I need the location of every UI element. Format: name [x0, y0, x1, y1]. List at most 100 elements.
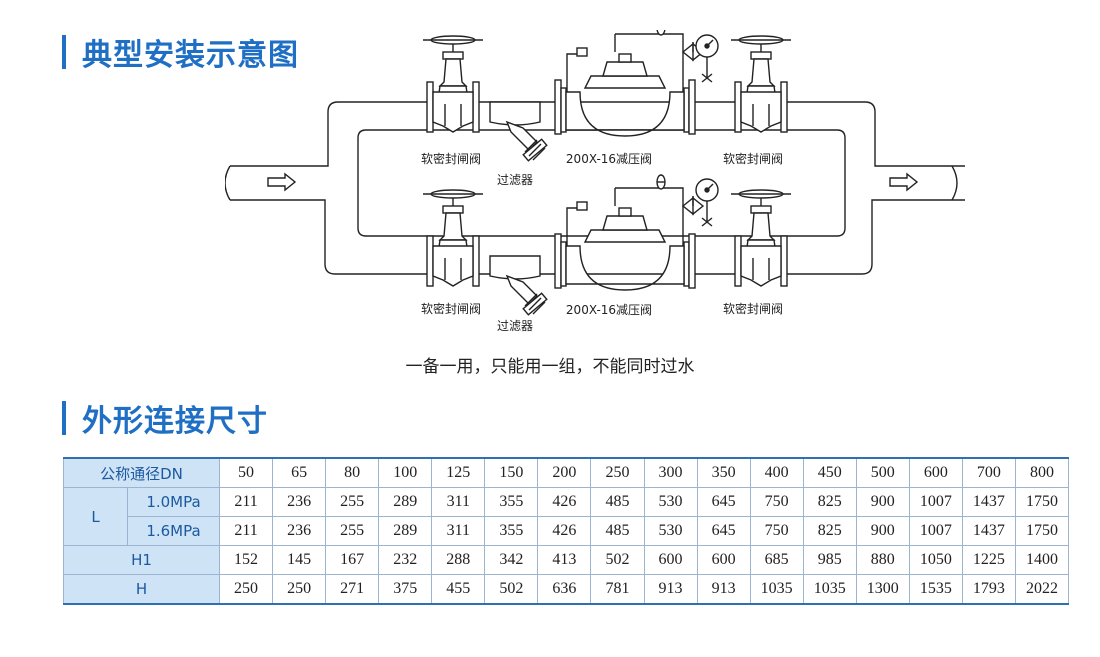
header-l-sub: 1.0MPa [127, 487, 220, 517]
table-cell: 152 [218, 545, 274, 575]
table-cell: 636 [537, 574, 592, 605]
label-filter-bottom: 过滤器 [497, 319, 533, 333]
table-cell: 125 [431, 457, 486, 488]
table-cell: 485 [590, 487, 645, 517]
table-cell: 645 [696, 516, 751, 546]
table-cell: 913 [643, 574, 698, 605]
section-title-text: 外形连接尺寸 [82, 404, 268, 439]
label-gate-valve-top-right: 软密封闸阀 [723, 151, 783, 166]
label-gate-valve-top-left: 软密封闸阀 [421, 151, 481, 166]
table-row-h: H 250 250 271 375 455 502 636 781 913 91… [63, 574, 1070, 605]
table-cell: 236 [272, 487, 327, 517]
table-cell: 289 [378, 487, 433, 517]
header-dn: 公称通径DN [63, 457, 220, 488]
header-l: L [63, 487, 128, 546]
dimension-table: 公称通径DN 50 65 80 100 125 150 200 250 300 … [63, 457, 1070, 605]
table-cell: 825 [802, 516, 857, 546]
table-cell: 232 [378, 545, 433, 575]
table-cell: 913 [696, 574, 751, 605]
table-cell: 1225 [961, 545, 1016, 575]
table-cell: 985 [802, 545, 857, 575]
table-cell: 1300 [855, 574, 910, 605]
table-cell: 350 [696, 457, 751, 488]
table-cell: 485 [590, 516, 645, 546]
flow-arrow-inlet [267, 172, 297, 192]
table-cell: 1007 [908, 516, 963, 546]
table-cell: 645 [696, 487, 751, 517]
table-cell: 600 [908, 457, 963, 488]
table-cell: 311 [431, 516, 486, 546]
title-accent-bar [62, 35, 66, 69]
table-cell: 300 [643, 457, 698, 488]
pressure-gauge-top [695, 34, 719, 83]
table-cell: 288 [431, 545, 486, 575]
table-cell: 150 [484, 457, 539, 488]
title-accent-bar [62, 401, 66, 435]
table-cell: 502 [484, 574, 539, 605]
table-cell: 1750 [1014, 516, 1070, 546]
section-title-installation: 典型安装示意图 [62, 30, 299, 74]
table-cell: 1437 [961, 487, 1016, 517]
label-filter-top: 过滤器 [497, 173, 533, 187]
header-l-sub: 1.6MPa [127, 516, 220, 546]
table-cell: 750 [749, 516, 804, 546]
table-cell: 1750 [1014, 487, 1070, 517]
table-cell: 1793 [961, 574, 1016, 605]
table-cell: 50 [218, 457, 274, 488]
table-cell: 900 [855, 487, 910, 517]
table-row-l-16: 1.6MPa 211 236 255 289 311 355 426 485 5… [64, 516, 1070, 546]
table-cell: 375 [378, 574, 433, 605]
table-cell: 781 [590, 574, 645, 605]
table-cell: 250 [272, 574, 327, 605]
table-cell: 271 [325, 574, 380, 605]
table-cell: 600 [696, 545, 751, 575]
table-cell: 1535 [908, 574, 963, 605]
table-cell: 255 [325, 516, 380, 546]
table-cell: 1007 [908, 487, 963, 517]
table-cell: 100 [378, 457, 433, 488]
header-h1: H1 [63, 545, 220, 575]
table-cell: 530 [643, 487, 698, 517]
table-cell: 413 [537, 545, 592, 575]
table-cell: 167 [325, 545, 380, 575]
table-cell: 1035 [749, 574, 804, 605]
header-h: H [63, 574, 220, 605]
table-cell: 211 [218, 487, 274, 517]
table-cell: 530 [643, 516, 698, 546]
table-row-h1: H1 152 145 167 232 288 342 413 502 600 6… [63, 545, 1070, 575]
gate-valve-top-right [730, 35, 792, 133]
table-row-dn: 公称通径DN 50 65 80 100 125 150 200 250 300 … [63, 457, 1070, 488]
table-cell: 200 [537, 457, 592, 488]
table-cell: 400 [749, 457, 804, 488]
table-cell: 1437 [961, 516, 1016, 546]
table-cell: 450 [802, 457, 857, 488]
gate-valve-bottom-left [422, 189, 484, 287]
filter-top [489, 101, 548, 162]
table-cell: 500 [855, 457, 910, 488]
table-cell: 80 [325, 457, 380, 488]
table-row-l-10: L 1.0MPa 211 236 255 289 311 355 426 485… [63, 487, 1070, 546]
flow-arrow-outlet [889, 172, 919, 192]
table-cell: 502 [590, 545, 645, 575]
gate-valve-bottom-right [730, 189, 792, 287]
table-cell: 700 [961, 457, 1016, 488]
table-cell: 2022 [1014, 574, 1070, 605]
table-cell: 455 [431, 574, 486, 605]
table-cell: 250 [218, 574, 274, 605]
label-pressure-valve-bottom: 200X-16减压阀 [566, 303, 652, 317]
table-cell: 255 [325, 487, 380, 517]
installation-diagram-svg: 软密封闸阀 过滤器 200X-16减压阀 软密封闸阀 软密封闸阀 过滤器 200… [225, 30, 965, 333]
label-gate-valve-bottom-right: 软密封闸阀 [723, 301, 783, 316]
table-cell: 342 [484, 545, 539, 575]
label-pressure-valve-top: 200X-16减压阀 [566, 152, 652, 166]
table-cell: 236 [272, 516, 327, 546]
table-cell: 250 [590, 457, 645, 488]
table-cell: 825 [802, 487, 857, 517]
pressure-valve-bottom [554, 174, 704, 291]
section-title-dimensions: 外形连接尺寸 [62, 396, 268, 440]
diagram-caption: 一备一用，只能用一组，不能同时过水 [405, 357, 695, 377]
installation-diagram: 软密封闸阀 过滤器 200X-16减压阀 软密封闸阀 软密封闸阀 过滤器 200… [225, 30, 965, 340]
table-cell: 426 [537, 516, 592, 546]
table-cell: 1400 [1014, 545, 1070, 575]
table-cell: 311 [431, 487, 486, 517]
